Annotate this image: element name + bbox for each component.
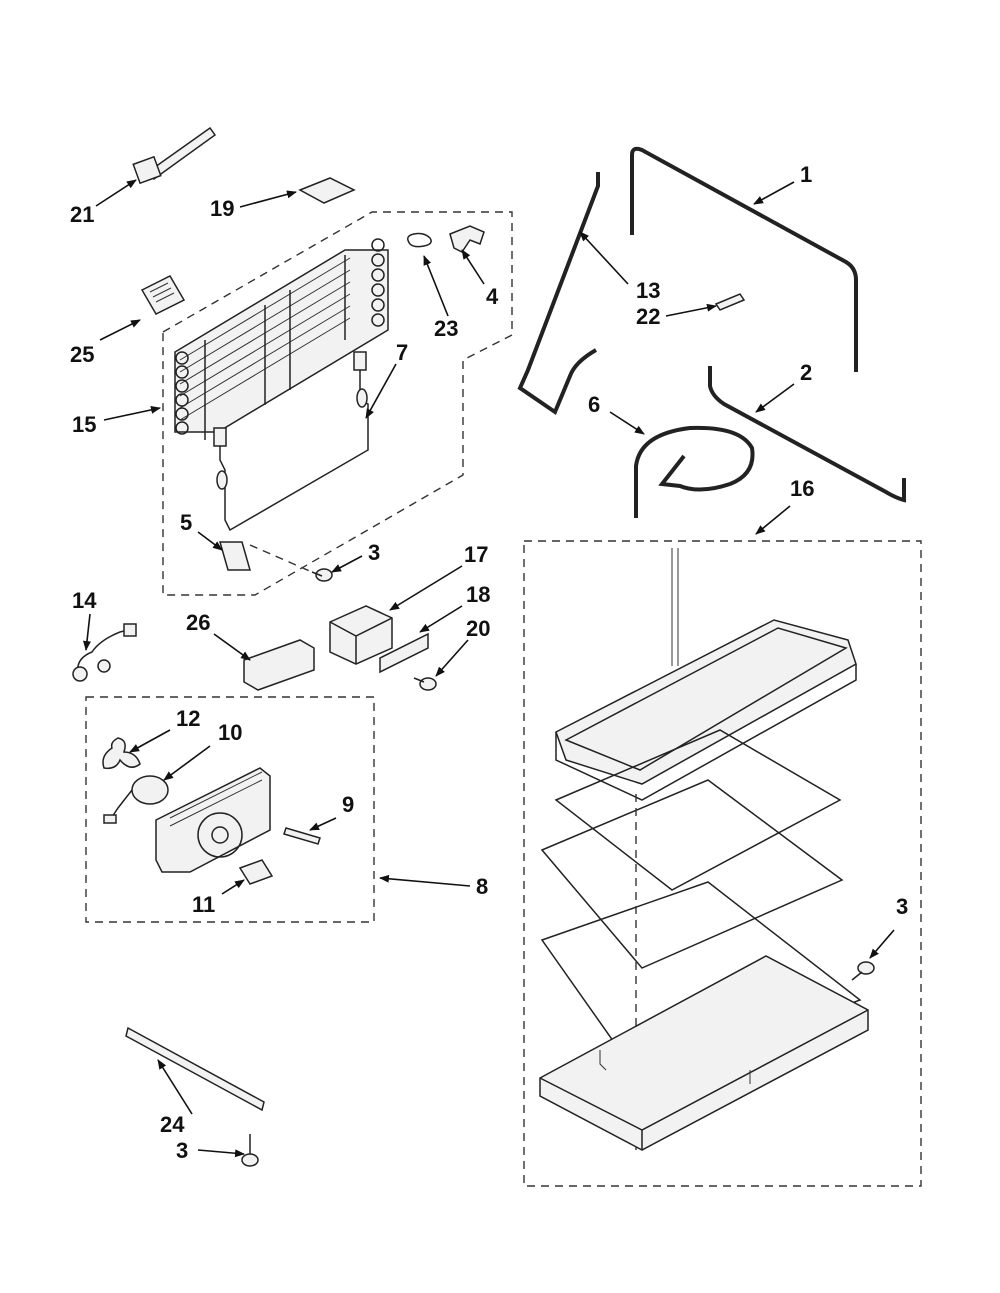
evaporator-coil-part	[174, 238, 389, 440]
callout-5: 5	[180, 510, 192, 535]
callout-3-upper: 3	[368, 540, 380, 565]
callout-26: 26	[186, 610, 210, 635]
bracket-part	[449, 225, 485, 253]
fan-housing-part	[155, 767, 271, 873]
housing-part	[329, 605, 393, 665]
screw-leader-dash	[249, 544, 313, 573]
defrost-heater-part	[213, 351, 369, 532]
callout-24: 24	[160, 1112, 185, 1137]
tube-part-2	[708, 366, 906, 503]
callout-19: 19	[210, 196, 234, 221]
callout-1: 1	[800, 162, 812, 187]
drip-pan-part	[539, 955, 869, 1151]
foam-plate-part	[298, 177, 356, 204]
screw-part	[311, 568, 333, 582]
callout-4: 4	[486, 284, 499, 309]
callout-11: 11	[192, 892, 215, 917]
callout-21: 21	[70, 202, 94, 227]
callout-12: 12	[176, 706, 200, 731]
screw-part-20	[413, 677, 437, 691]
spring-clip-part	[407, 232, 432, 248]
callout-8: 8	[476, 874, 488, 899]
insulation-sheet-middle	[540, 779, 844, 969]
drip-tray-group-outline	[523, 540, 922, 1187]
callout-20: 20	[466, 616, 490, 641]
callout-labels: 21 19 25 15 23 4 7 5 3 14 26 17 18 20 12…	[70, 162, 908, 1163]
tube-part-6	[634, 425, 755, 518]
callout-2: 2	[800, 360, 812, 385]
wire-harness-part	[72, 623, 137, 682]
callout-9: 9	[342, 792, 354, 817]
cover-panel-part	[243, 639, 315, 691]
tube-part-13	[517, 172, 600, 416]
fan-assembly-group-outline	[85, 696, 375, 923]
callout-13: 13	[636, 278, 660, 303]
callout-10: 10	[218, 720, 242, 745]
pad-part	[140, 275, 186, 315]
drip-tray-part	[555, 548, 857, 801]
callout-18: 18	[466, 582, 490, 607]
callout-25: 25	[70, 342, 94, 367]
screw-part-tray	[851, 961, 875, 981]
strip-part	[125, 1026, 265, 1112]
callout-14: 14	[72, 588, 97, 613]
insulation-sheet-bottom	[540, 881, 862, 1083]
housing-cover-part	[379, 632, 429, 674]
evaporator-group-outline	[162, 211, 513, 596]
fan-blade-part	[102, 737, 141, 770]
fan-motor-part	[103, 775, 169, 824]
screw-part-lower	[241, 1134, 259, 1167]
clip-part-22	[714, 293, 746, 311]
fan-bracket-part	[238, 859, 274, 885]
callout-17: 17	[464, 542, 488, 567]
heater-bracket-part	[219, 541, 251, 571]
ground-strap-part	[283, 827, 321, 845]
tube-part-1	[630, 146, 858, 372]
cable-tie-part	[132, 126, 217, 185]
leader-arrows	[83, 179, 895, 1158]
callout-6: 6	[588, 392, 600, 417]
callout-3-tray: 3	[896, 894, 908, 919]
callout-22: 22	[636, 304, 660, 329]
callout-16: 16	[790, 476, 814, 501]
insulation-sheet-top	[554, 729, 842, 891]
callout-3-lower: 3	[176, 1138, 188, 1163]
callout-15: 15	[72, 412, 96, 437]
callout-23: 23	[434, 316, 458, 341]
callout-7: 7	[396, 340, 408, 365]
